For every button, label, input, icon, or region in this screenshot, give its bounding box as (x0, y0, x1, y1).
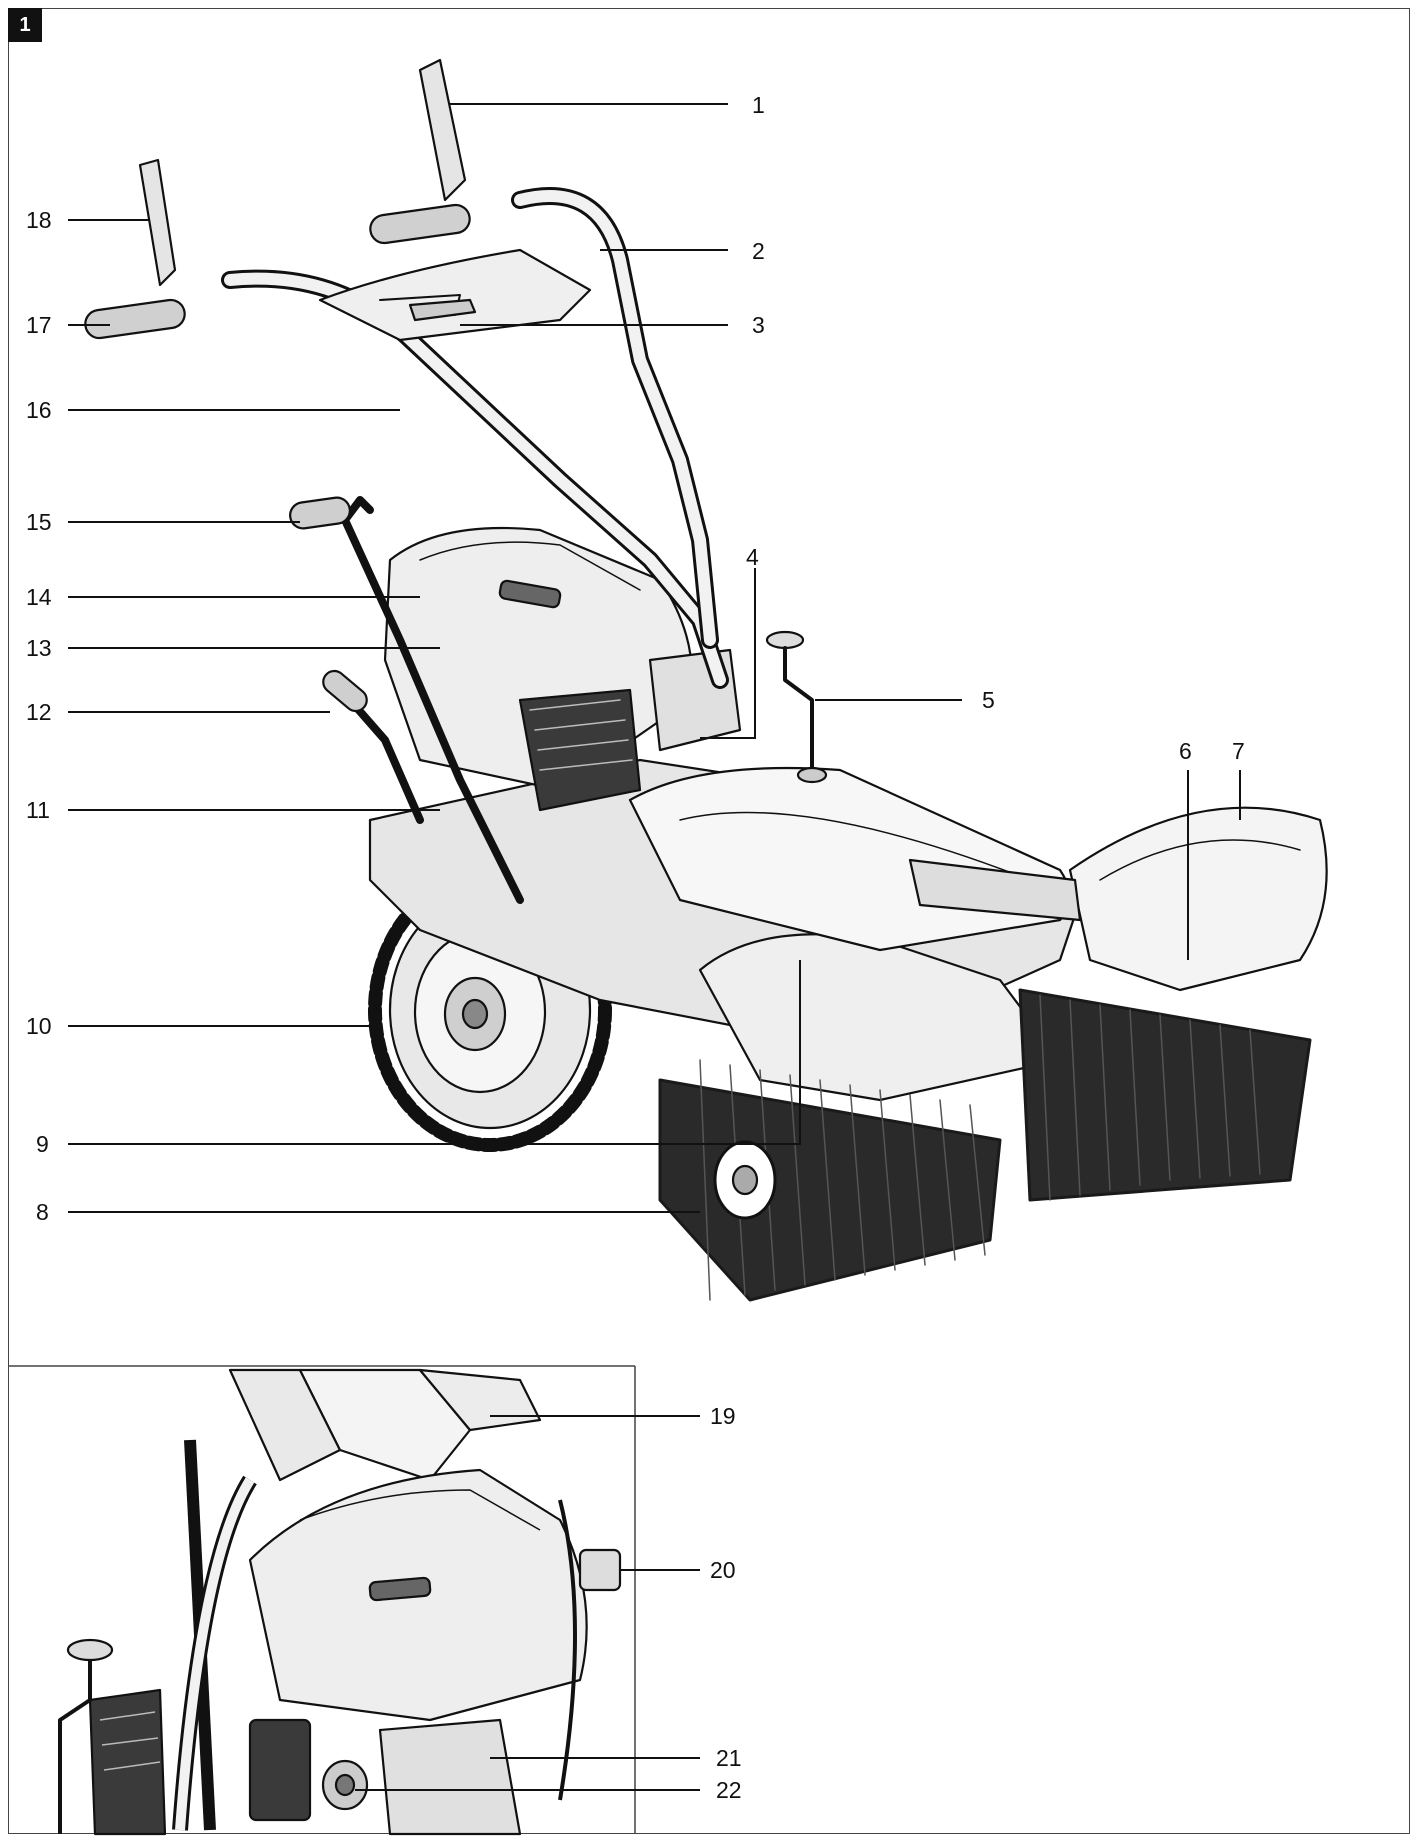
figure-number-badge: 1 (8, 8, 42, 42)
callout-13: 13 (26, 635, 52, 661)
detail-inset-border (8, 1365, 636, 1834)
engine (383, 526, 742, 812)
deflector-hood (1068, 806, 1328, 992)
callout-15: 15 (26, 509, 52, 535)
leader-9 (68, 960, 801, 1145)
sweeper-machine (84, 58, 1328, 1302)
right-clutch-lever (418, 58, 467, 202)
engine-detail-view (58, 1368, 622, 1836)
throttle-lever (408, 298, 477, 322)
leader-lines (68, 103, 1241, 1791)
dipstick (765, 630, 828, 784)
callout-9: 9 (36, 1131, 49, 1157)
callout-21: 21 (716, 1745, 742, 1771)
left-grip (84, 298, 186, 340)
callout-19: 19 (710, 1403, 736, 1429)
figure-frame (8, 8, 1410, 1834)
leader-4 (700, 568, 756, 739)
callout-14: 14 (26, 584, 52, 610)
callout-17: 17 (26, 312, 52, 338)
callout-8: 8 (36, 1199, 49, 1225)
callout-1: 1 (752, 92, 765, 118)
callout-10: 10 (26, 1013, 52, 1039)
callout-6: 6 (1179, 738, 1192, 764)
callout-4: 4 (746, 544, 759, 570)
left-clutch-lever (138, 158, 177, 287)
callout-2: 2 (752, 238, 765, 264)
callout-11: 11 (26, 797, 50, 823)
brush-height-lever (322, 669, 424, 824)
callout-22: 22 (716, 1777, 742, 1803)
callout-3: 3 (752, 312, 765, 338)
support-wheel (713, 1140, 777, 1220)
callout-12: 12 (26, 699, 52, 725)
callout-18: 18 (26, 207, 52, 233)
callout-7: 7 (1232, 738, 1245, 764)
callout-16: 16 (26, 397, 52, 423)
callout-5: 5 (982, 687, 995, 713)
brush-bristles (658, 988, 1312, 1302)
wheel (368, 868, 612, 1152)
callout-20: 20 (710, 1557, 736, 1583)
right-grip (369, 203, 471, 245)
gear-shift-lever (289, 496, 524, 904)
